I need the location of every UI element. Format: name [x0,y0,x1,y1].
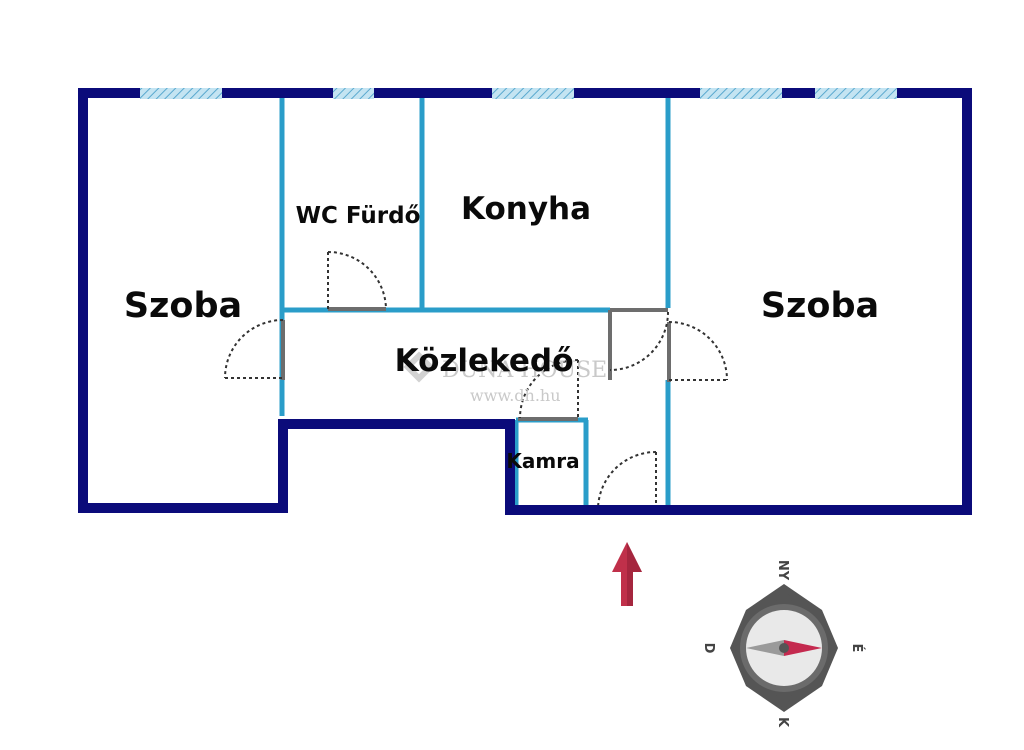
entrance-arrow-icon [612,542,642,606]
duna-house-logo-icon [403,351,435,383]
outer-walls [78,88,972,515]
compass-west-label: D [701,643,716,654]
window-3 [492,88,574,99]
door-frames [281,307,671,510]
compass-east-label: É [849,644,865,653]
door-swings [224,251,728,509]
room-label-wc-furdo: WC Fürdő [296,203,421,229]
room-label-szoba-left: Szoba [124,286,242,326]
window-5 [815,88,897,99]
window-4 [700,88,782,99]
inner-walls [279,97,671,510]
room-label-kozlekedo: Közlekedő [395,343,574,379]
compass-north-label: NY [775,560,790,581]
watermark-url: www.dh.hu [470,386,561,405]
room-label-kamra: Kamra [506,449,579,473]
compass-south-label: K [775,717,790,728]
window-1 [140,88,222,99]
room-label-szoba-right: Szoba [761,286,879,326]
room-label-konyha: Konyha [461,191,591,227]
watermark: DUNA HOUSE www.dh.hu [403,351,607,405]
watermark-brand: DUNA HOUSE [442,358,607,383]
compass-rose-icon: NY É K D [701,560,865,728]
windows [140,88,897,99]
window-2 [333,88,374,99]
